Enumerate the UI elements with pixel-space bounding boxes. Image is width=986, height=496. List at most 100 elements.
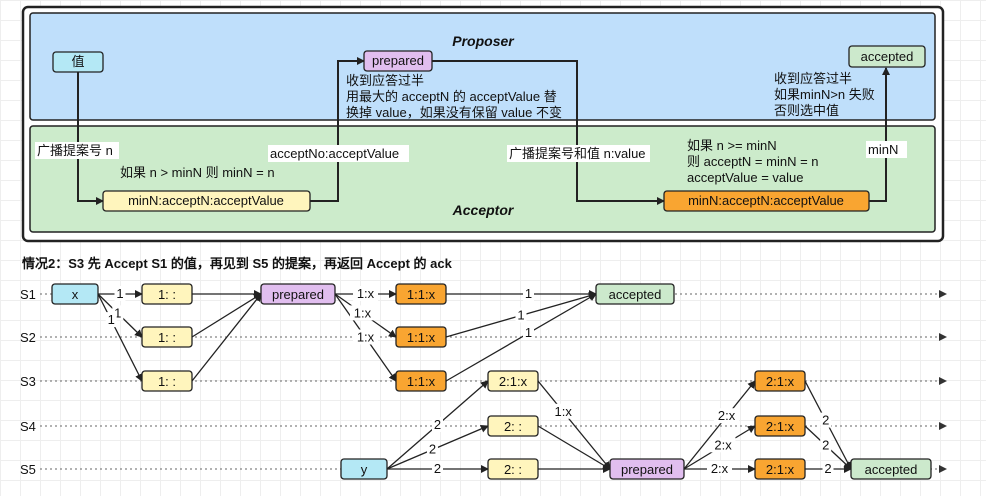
- node-label: 1: :: [158, 287, 176, 302]
- node-s5-prepared: prepared: [609, 458, 685, 480]
- edge-s5-prepared-to-s3-a2: [683, 380, 756, 470]
- node-box: [754, 458, 806, 480]
- node-box: [395, 326, 447, 348]
- value-box: [52, 51, 104, 73]
- node-box: [487, 370, 539, 392]
- edge-label-bg: [112, 305, 124, 321]
- condition-min-label: 如果 n > minN 则 minN = n: [120, 165, 275, 180]
- server-label-s2: S2: [20, 330, 36, 345]
- node-box: [395, 370, 447, 392]
- connector-state1-to-prepared: [310, 57, 365, 202]
- edge-s1-x-to-s3-state: [97, 293, 143, 382]
- edge-s3-p2-to-s5-prepared: [537, 380, 611, 470]
- node-s3-state: 1: :: [141, 370, 193, 392]
- edge-label: 1:x: [357, 330, 375, 345]
- node-box: [395, 283, 447, 305]
- node-s5-p2: 2: :: [487, 458, 539, 480]
- accepted-label: accepted: [861, 49, 914, 64]
- node-box: [141, 370, 193, 392]
- node-label: 1:1:x: [407, 330, 436, 345]
- edge-label-bg: [707, 461, 732, 476]
- acceptor-state-box-2: [663, 190, 870, 212]
- node-box: [487, 458, 539, 480]
- edge-label-bg: [714, 408, 740, 424]
- edge-label-bg: [114, 286, 126, 301]
- value-label: 值: [71, 54, 84, 69]
- accept-cond-3: acceptValue = value: [687, 170, 803, 185]
- node-box: [609, 458, 685, 480]
- prepared-note-3: 换掉 value，如果没有保留 value 不变: [346, 105, 562, 120]
- node-box: [260, 283, 336, 305]
- broadcast-n-label: 广播提案号 n: [37, 143, 113, 158]
- node-label: accepted: [865, 462, 918, 477]
- edge-label-bg: [426, 441, 438, 457]
- edge-label: 1: [108, 312, 115, 327]
- edge-label: 1:x: [555, 404, 573, 419]
- acceptor-state-label-1: minN:acceptN:acceptValue: [128, 193, 284, 208]
- edge-label-bg: [523, 325, 534, 341]
- proposer-region: [29, 12, 936, 121]
- node-box: [595, 283, 675, 305]
- edge-label: 1: [114, 305, 121, 320]
- node-label: accepted: [609, 287, 662, 302]
- edge-label: 2: [434, 461, 441, 476]
- node-s4-p2: 2: :: [487, 415, 539, 437]
- edge-label-bg: [349, 305, 375, 321]
- minN-label: minN: [868, 142, 898, 157]
- server-label-s3: S3: [20, 374, 36, 389]
- edge-label: 2: [822, 413, 829, 428]
- node-box: [487, 415, 539, 437]
- node-label: 2:1:x: [766, 462, 795, 477]
- accepted-note-3: 否则选中值: [774, 103, 839, 118]
- edge-label: 1: [525, 286, 532, 301]
- node-box: [754, 370, 806, 392]
- accept-no-value-label: acceptNo:acceptValue: [270, 146, 399, 161]
- connector-value-to-state1: [77, 72, 104, 205]
- edge-label: 1: [116, 286, 123, 301]
- node-box: [340, 458, 388, 480]
- edge-label: 2: [822, 437, 829, 452]
- edge-label-bg: [432, 461, 443, 476]
- edge-label: 2:x: [714, 437, 732, 452]
- node-label: y: [361, 462, 368, 477]
- proposer-title: Proposer: [452, 33, 515, 49]
- accepted-box: [848, 45, 926, 68]
- acceptor-title: Acceptor: [452, 202, 515, 218]
- node-s3-p2: 2:1:x: [487, 370, 539, 392]
- scenario: 情况2：S3 先 Accept S1 的值，再见到 S5 的提案，再返回 Acc…: [20, 256, 947, 480]
- edge-label: 2: [434, 417, 441, 432]
- node-label: 1: :: [158, 374, 176, 389]
- edge-label: 2:x: [718, 408, 736, 423]
- edge-label: 1:x: [357, 286, 375, 301]
- edge-label: 2:x: [711, 461, 729, 476]
- broadcast-n-bg: [35, 142, 119, 159]
- edge-label-bg: [822, 461, 834, 476]
- accepted-note-1: 收到应答过半: [774, 71, 852, 86]
- node-box: [850, 458, 932, 480]
- connector-state2-to-accepted: [869, 67, 890, 202]
- broadcast-nv-bg: [507, 145, 650, 162]
- accept-cond-2: 则 acceptN = minN = n: [687, 154, 819, 169]
- node-s2-state: 1: :: [141, 326, 193, 348]
- node-s5-accepted: accepted: [850, 458, 932, 480]
- server-label-s1: S1: [20, 287, 36, 302]
- prepared-label: prepared: [372, 53, 424, 68]
- minN-bg: [866, 141, 907, 158]
- edge-label-bg: [105, 312, 117, 328]
- edge-label-bg: [820, 412, 832, 428]
- node-s3-a2: 2:1:x: [754, 370, 806, 392]
- prepared-note-2: 用最大的 acceptN 的 acceptValue 替: [346, 89, 557, 104]
- node-s1-acc1: 1:1:x: [395, 283, 447, 305]
- edge-s3-state-to-s1-prepared: [191, 293, 262, 382]
- node-box: [51, 283, 99, 305]
- node-s1-accepted: accepted: [595, 283, 675, 305]
- edge-label-bg: [353, 329, 378, 345]
- server-label-s5: S5: [20, 462, 36, 477]
- accept-no-value-bg: [268, 145, 409, 162]
- edge-label-bg: [550, 403, 576, 419]
- accept-cond-1: 如果 n >= minN: [687, 138, 777, 153]
- edge-label-bg: [710, 437, 736, 453]
- prepared-box: [363, 50, 433, 72]
